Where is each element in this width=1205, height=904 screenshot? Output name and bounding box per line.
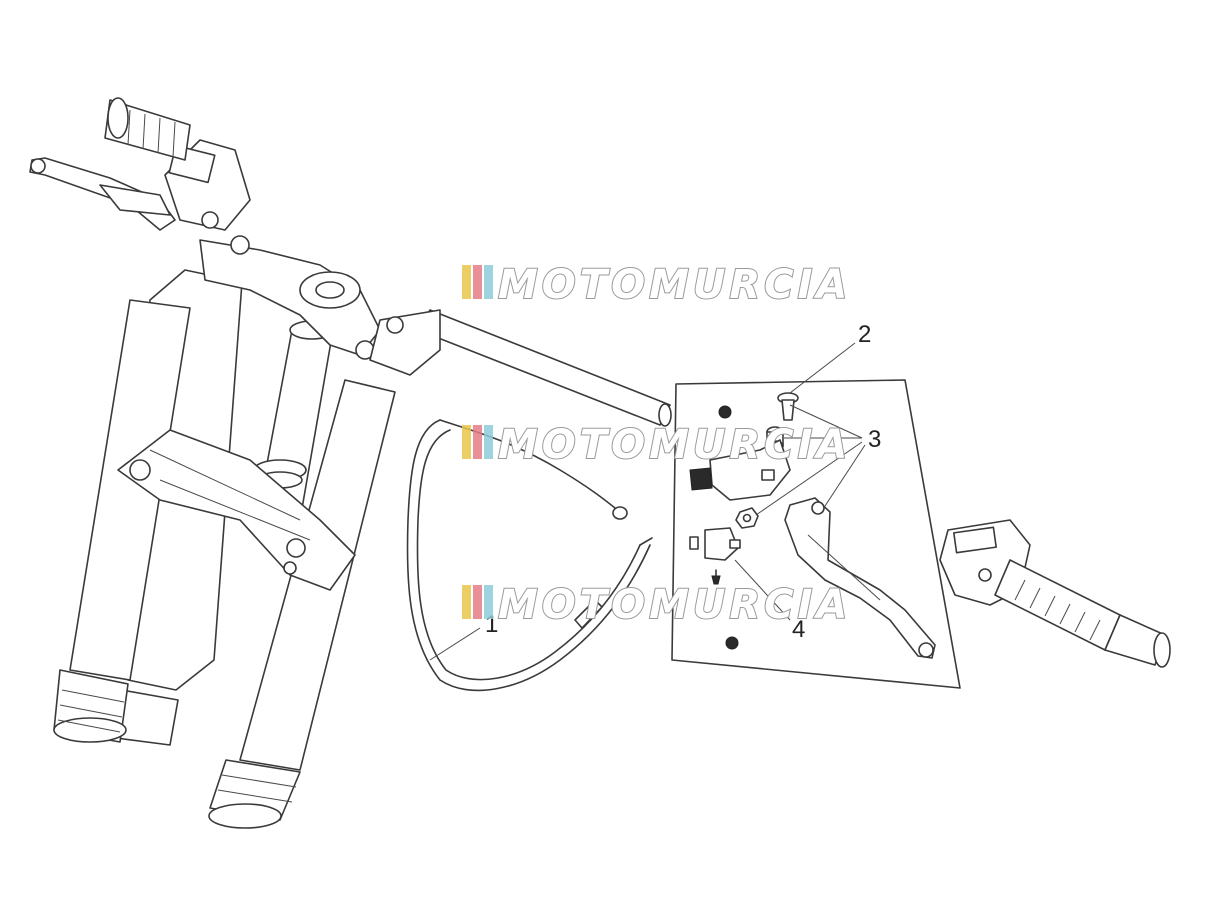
watermark-logo: MOTOMURCIA [462,581,851,629]
callout-labels: 1 2 3 4 [485,321,881,643]
svg-text:MOTOMURCIA: MOTOMURCIA [498,582,851,628]
clutch-lever-part [784,497,936,659]
exploded-view-frame [671,379,961,689]
reference-dot [725,636,739,650]
right-switchgear-grip [939,519,1171,668]
watermark-logo: MOTOMURCIA [462,421,851,469]
clutch-switch-part [689,527,741,585]
callout-leaders [429,342,866,661]
callout-3: 3 [868,426,881,453]
svg-text:MOTOMURCIA: MOTOMURCIA [498,262,851,308]
bolt-part [777,392,799,421]
callout-2: 2 [858,321,871,348]
nut-part [735,507,759,529]
reference-dot [718,405,732,419]
front-fork-assembly [29,97,672,829]
callout-4: 4 [792,616,805,643]
watermark-logo: MOTOMURCIA [462,261,851,309]
clutch-lever-bracket [689,439,791,501]
svg-text:MOTOMURCIA: MOTOMURCIA [498,422,851,468]
